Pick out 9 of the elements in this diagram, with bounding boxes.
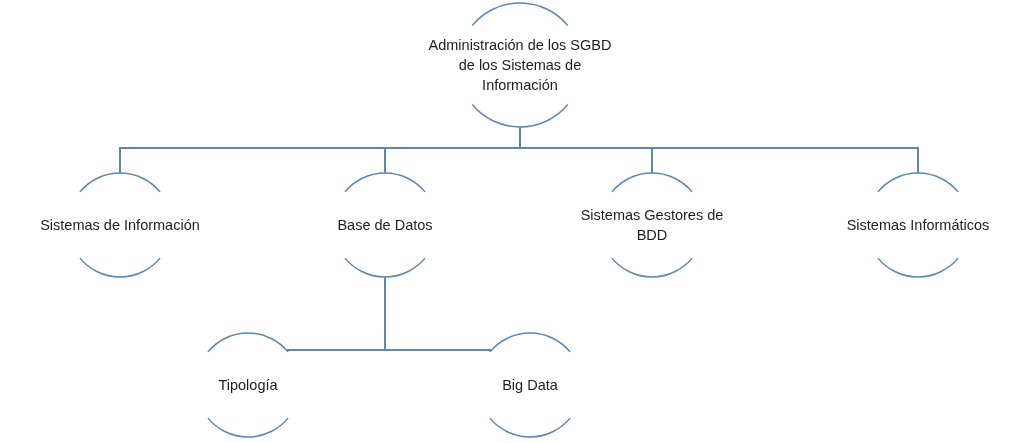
node-label: Sistemas Informáticos — [845, 216, 991, 235]
node-label: Tipología — [217, 376, 279, 395]
node-label: Administración de los SGBD de los Sistemas de Información — [427, 36, 613, 95]
node-label: Sistemas Gestores de BDD — [579, 206, 725, 245]
connector-line — [384, 276, 493, 351]
node-label: Big Data — [501, 376, 559, 395]
node-label: Sistemas de Información — [39, 216, 201, 235]
connector-line — [519, 126, 919, 174]
node-label: Base de Datos — [336, 216, 434, 235]
